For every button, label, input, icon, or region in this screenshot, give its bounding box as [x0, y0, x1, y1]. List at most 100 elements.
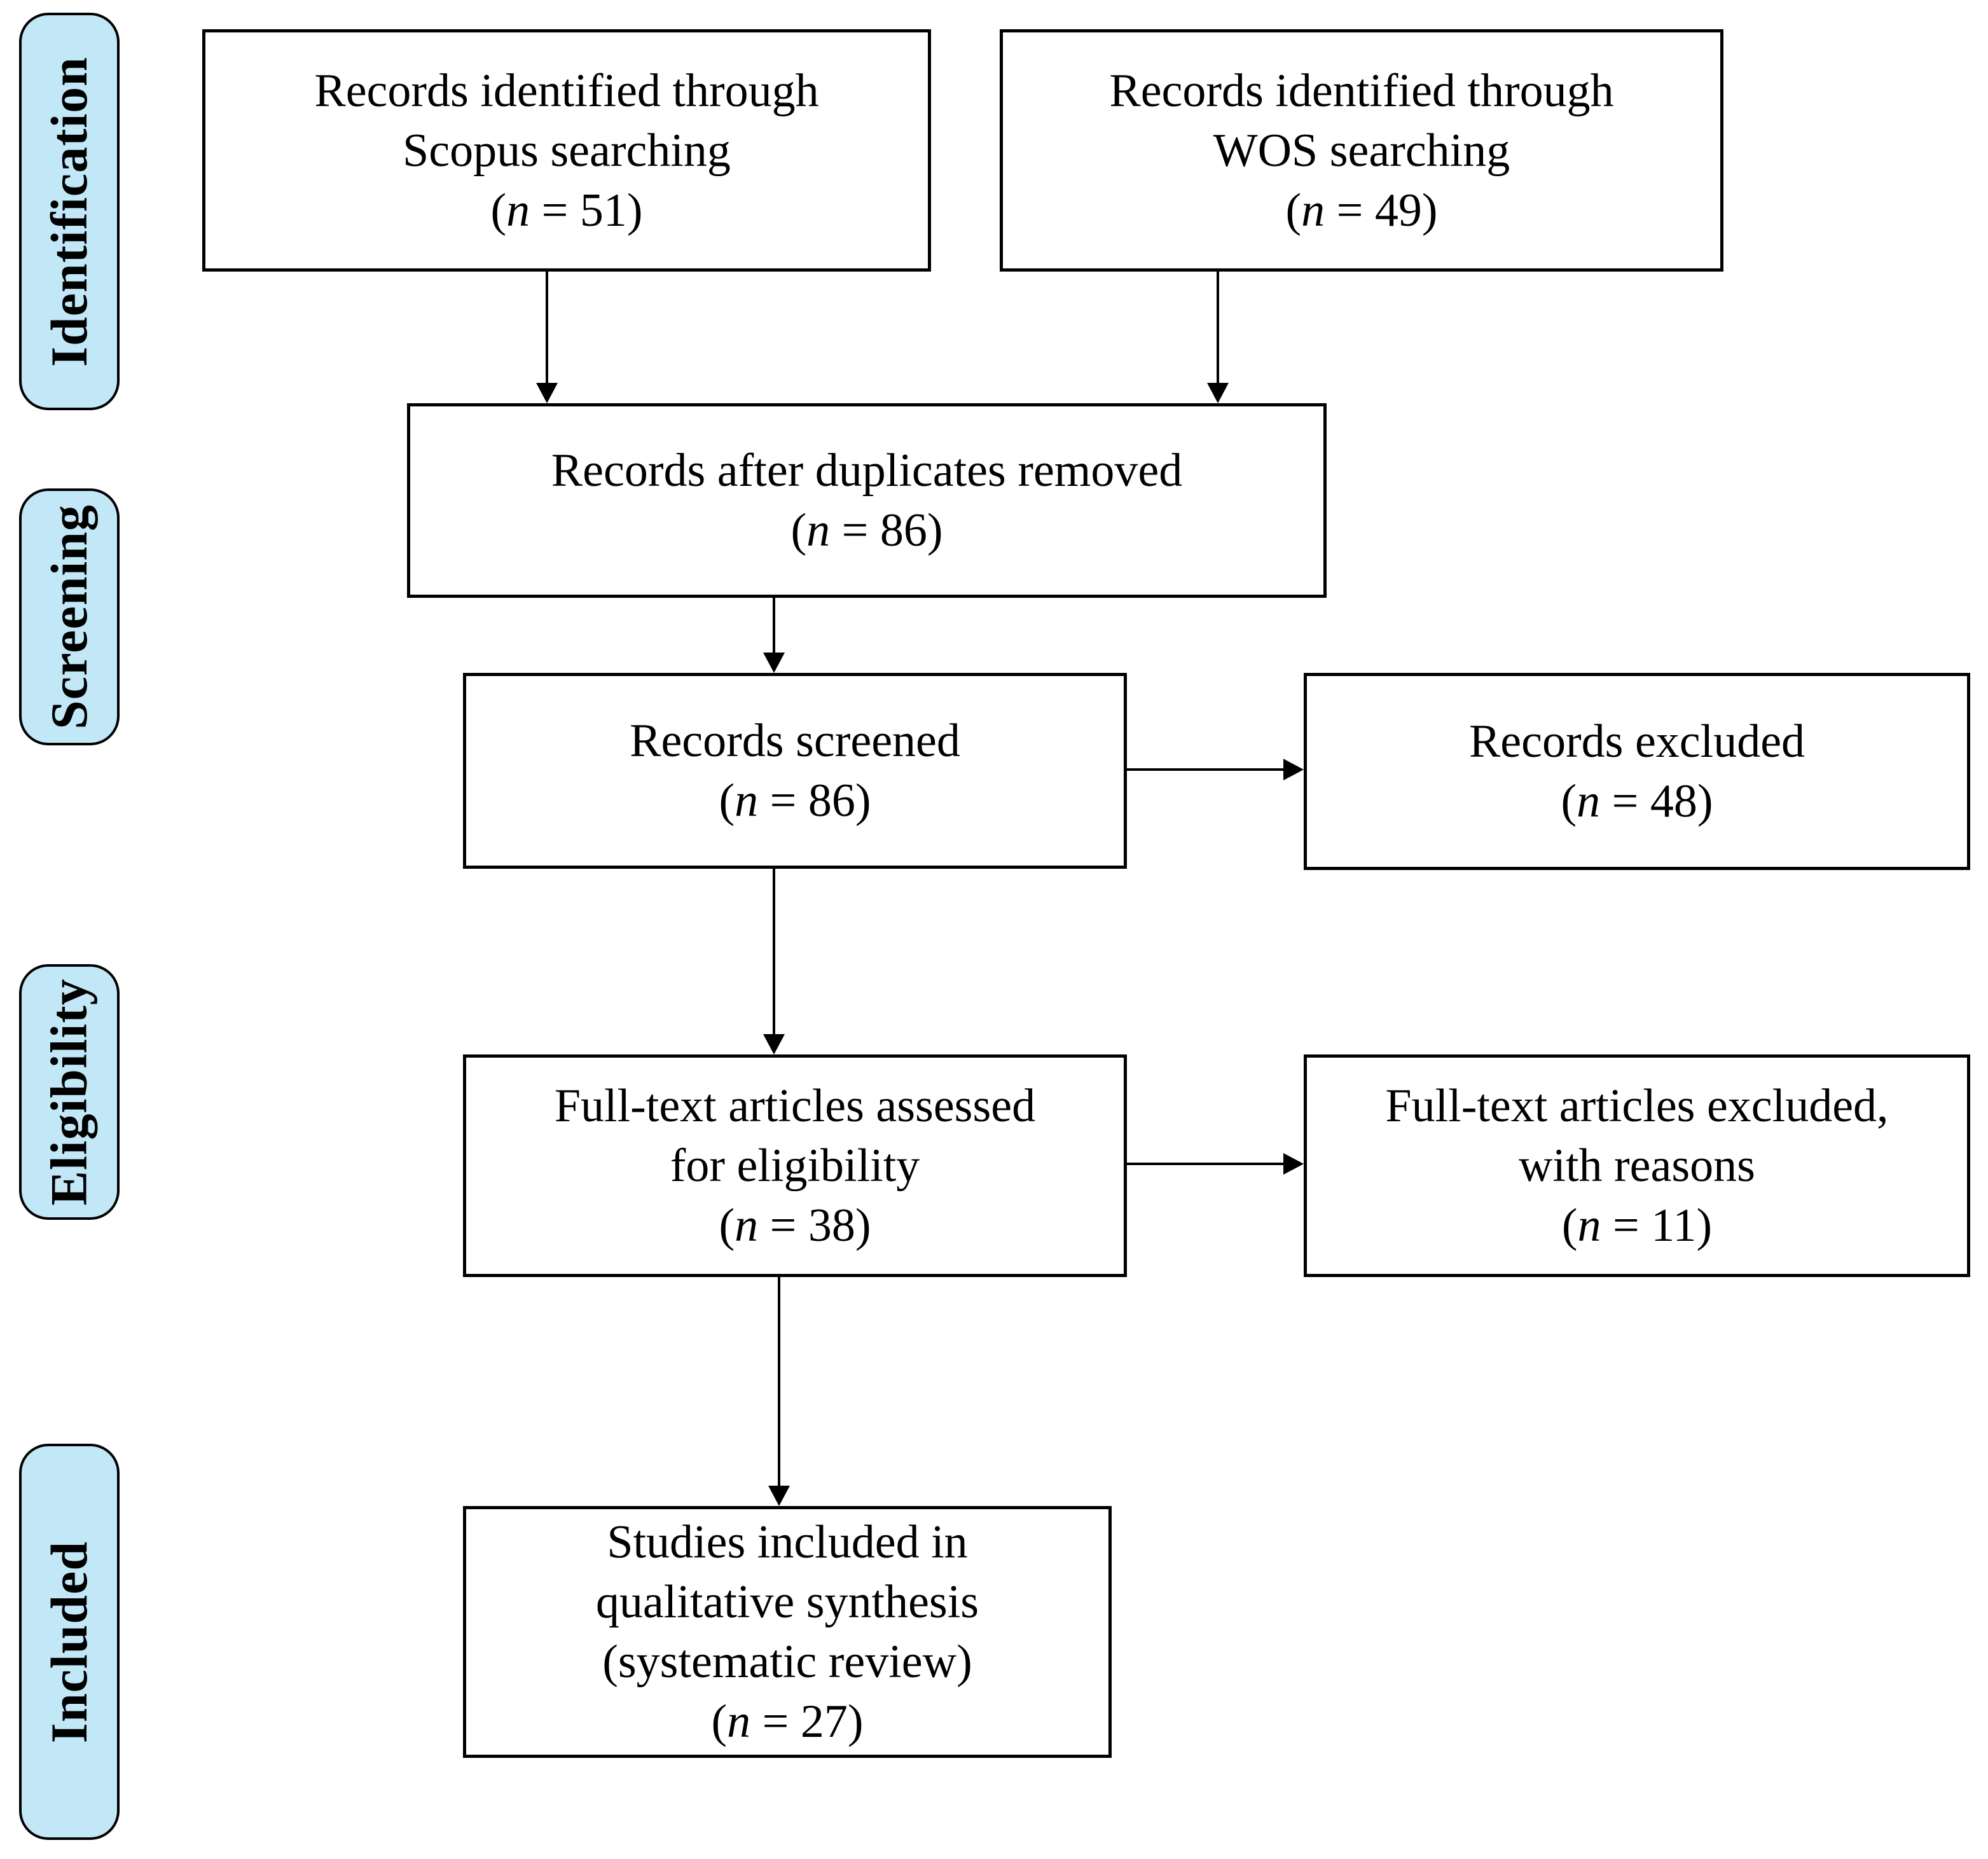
box-records-excluded: Records excluded (n = 48) — [1304, 673, 1970, 870]
arrow-shaft — [546, 272, 548, 385]
n-eq: = — [1601, 1199, 1652, 1252]
arrow-head-right-icon — [1283, 759, 1304, 780]
box-line: Records identified through — [1109, 64, 1614, 117]
box-count: (n = 49) — [1109, 181, 1613, 240]
box-line: WOS searching — [1213, 124, 1510, 177]
box-fulltext-excluded-text: Full-text articles excluded, with reason… — [1372, 1076, 1901, 1255]
box-line: Records identified through — [314, 64, 819, 117]
box-records-scopus-text: Records identified through Scopus search… — [301, 61, 831, 240]
n-eq: = — [758, 1199, 808, 1252]
box-count: (n = 48) — [1469, 771, 1805, 831]
n-value: 48 — [1650, 775, 1697, 827]
n-eq: = — [1600, 775, 1650, 827]
n-open: ( — [711, 1696, 728, 1748]
n-eq: = — [1325, 184, 1375, 237]
n-value: 51 — [579, 184, 627, 237]
box-line: Scopus searching — [403, 124, 731, 177]
box-records-screened: Records screened (n = 86) — [463, 673, 1127, 869]
arrow-head-right-icon — [1283, 1153, 1304, 1175]
box-line: with reasons — [1518, 1140, 1755, 1192]
box-fulltext-excluded: Full-text articles excluded, with reason… — [1304, 1054, 1970, 1277]
arrow-head-down-icon — [536, 383, 558, 403]
arrow-head-down-icon — [1207, 383, 1229, 403]
box-count: (n = 27) — [596, 1692, 979, 1752]
box-count: (n = 86) — [551, 501, 1182, 560]
n-var: n — [1577, 775, 1601, 827]
n-close: ) — [855, 1199, 871, 1252]
n-close: ) — [847, 1696, 864, 1748]
n-eq: = — [758, 775, 808, 827]
box-line: Records screened — [630, 715, 960, 767]
n-open: ( — [1561, 775, 1577, 827]
box-line: qualitative synthesis — [595, 1576, 979, 1628]
arrow-shaft — [1127, 768, 1286, 771]
n-close: ) — [855, 775, 871, 827]
box-line: Full-text articles assessed — [554, 1080, 1036, 1132]
box-count: (n = 38) — [555, 1196, 1035, 1255]
box-records-wos-text: Records identified through WOS searching… — [1096, 61, 1626, 240]
n-var: n — [1577, 1199, 1601, 1252]
n-open: ( — [1285, 184, 1302, 237]
stage-eligibility-label: Eligibility — [40, 978, 98, 1206]
arrow-shaft — [773, 869, 775, 1037]
box-records-excluded-text: Records excluded (n = 48) — [1456, 712, 1818, 831]
box-fulltext-assessed-text: Full-text articles assessed for eligibil… — [542, 1076, 1048, 1255]
n-close: ) — [1421, 184, 1438, 237]
box-line: Records after duplicates removed — [551, 445, 1183, 497]
n-eq: = — [530, 184, 580, 237]
box-count: (n = 11) — [1385, 1196, 1888, 1255]
stage-identification-label: Identification — [40, 56, 99, 367]
box-line: Records excluded — [1468, 715, 1805, 768]
n-value: 11 — [1651, 1199, 1697, 1252]
arrow-head-down-icon — [768, 1486, 790, 1506]
arrow-head-down-icon — [763, 653, 785, 673]
arrow-shaft — [1127, 1163, 1286, 1165]
n-open: ( — [719, 1199, 735, 1252]
n-open: ( — [1561, 1199, 1578, 1252]
n-var: n — [1301, 184, 1325, 237]
box-line: (systematic review) — [602, 1636, 972, 1688]
n-value: 27 — [800, 1696, 848, 1748]
arrow-shaft — [1217, 272, 1219, 385]
n-close: ) — [626, 184, 643, 237]
n-eq: = — [830, 504, 880, 556]
box-records-wos: Records identified through WOS searching… — [1000, 29, 1723, 272]
n-var: n — [727, 1696, 751, 1748]
box-line: Studies included in — [607, 1516, 968, 1568]
n-close: ) — [927, 504, 943, 556]
n-var: n — [735, 775, 759, 827]
stage-identification: Identification — [19, 13, 120, 410]
n-close: ) — [1697, 775, 1713, 827]
box-records-scopus: Records identified through Scopus search… — [202, 29, 931, 272]
box-count: (n = 51) — [314, 181, 818, 240]
n-close: ) — [1696, 1199, 1713, 1252]
n-value: 86 — [880, 504, 927, 556]
n-var: n — [506, 184, 530, 237]
n-value: 49 — [1374, 184, 1422, 237]
n-value: 38 — [808, 1199, 855, 1252]
n-open: ( — [719, 775, 735, 827]
n-open: ( — [790, 504, 807, 556]
stage-included: Included — [19, 1444, 120, 1840]
box-fulltext-assessed: Full-text articles assessed for eligibil… — [463, 1054, 1127, 1277]
box-line: for eligibility — [670, 1140, 920, 1192]
arrow-shaft — [773, 598, 775, 655]
stage-eligibility: Eligibility — [19, 964, 120, 1220]
box-studies-included-text: Studies included in qualitative synthesi… — [583, 1512, 991, 1752]
box-count: (n = 86) — [630, 771, 960, 831]
n-open: ( — [490, 184, 507, 237]
arrow-head-down-icon — [763, 1034, 785, 1054]
box-line: Full-text articles excluded, — [1385, 1080, 1889, 1132]
box-studies-included: Studies included in qualitative synthesi… — [463, 1506, 1112, 1758]
n-value: 86 — [808, 775, 855, 827]
stage-screening-label: Screening — [40, 504, 99, 729]
stage-screening: Screening — [19, 488, 120, 745]
arrow-shaft — [778, 1277, 780, 1488]
stage-included-label: Included — [40, 1540, 98, 1743]
box-duplicates-removed-text: Records after duplicates removed (n = 86… — [539, 441, 1195, 560]
n-var: n — [806, 504, 831, 556]
n-eq: = — [750, 1696, 801, 1748]
box-records-screened-text: Records screened (n = 86) — [617, 711, 973, 831]
box-duplicates-removed: Records after duplicates removed (n = 86… — [407, 403, 1327, 598]
